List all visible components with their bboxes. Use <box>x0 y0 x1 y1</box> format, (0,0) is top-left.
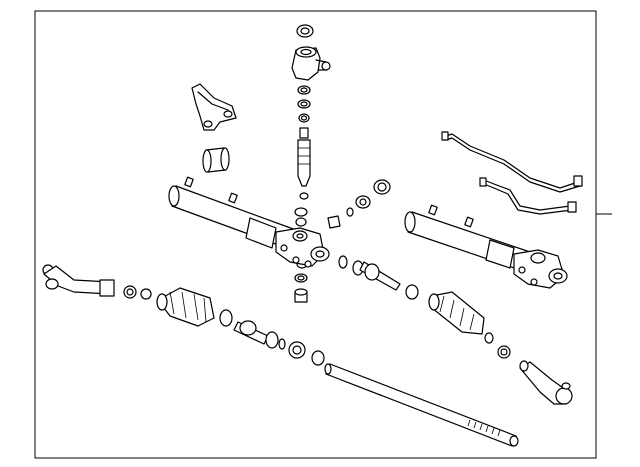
boot-left-icon <box>156 287 215 327</box>
pressure-lines-icon <box>441 131 583 215</box>
adjuster-parts <box>327 179 391 269</box>
rack-and-pinion-housing-right-icon <box>404 204 568 289</box>
boot-right-icon <box>428 291 485 335</box>
pinion-stack <box>291 24 331 303</box>
pinion-housing-cover-icon <box>291 46 331 81</box>
mounting-bracket-icon <box>191 83 237 131</box>
outer-tie-rod-right-icon <box>519 360 573 405</box>
inner-tie-rod-right-icon <box>352 260 401 291</box>
rack-icon <box>324 363 519 447</box>
outer-tie-rod-left-icon <box>42 264 115 297</box>
retaining-ring-right <box>405 284 419 300</box>
retaining-ring-left <box>219 309 233 327</box>
inner-tie-rod-left-icon <box>233 320 286 350</box>
rack-and-pinion-housing-left-icon <box>168 176 330 268</box>
pinion-shaft-icon <box>297 127 311 187</box>
mounting-bushing-icon <box>202 147 230 173</box>
